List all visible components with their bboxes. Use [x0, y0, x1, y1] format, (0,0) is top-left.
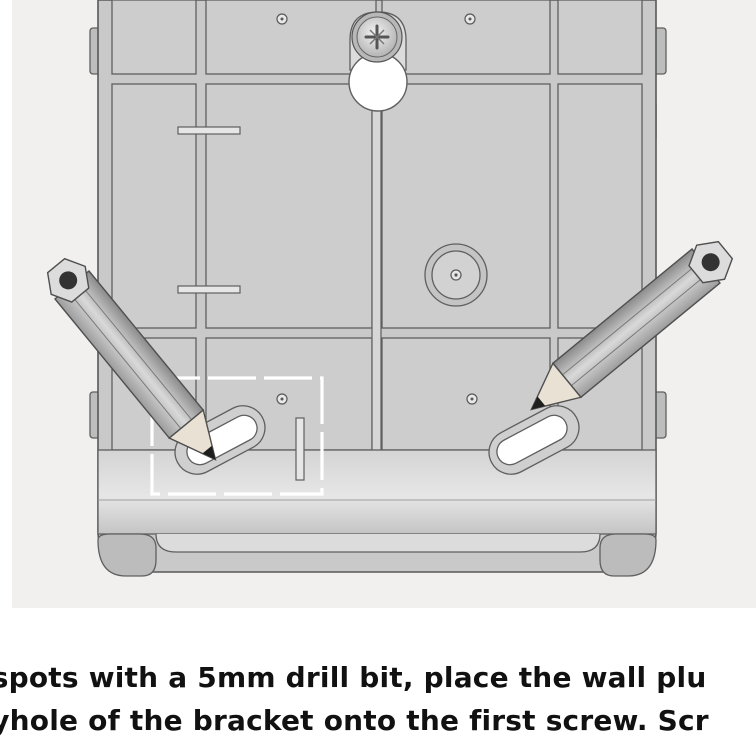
installation-illustration	[12, 0, 756, 608]
caption-line-1: l spots with a 5mm drill bit, place the …	[0, 661, 707, 694]
mounting-slot-right	[488, 405, 580, 475]
feet	[97, 533, 657, 577]
screw-icon	[351, 11, 403, 63]
caption-line-2: eyhole of the bracket onto the first scr…	[0, 704, 709, 737]
instruction-caption: l spots with a 5mm drill bit, place the …	[0, 656, 709, 738]
center-boss	[424, 243, 488, 307]
bracket-drawing	[46, 0, 734, 577]
pencil-icon	[530, 240, 734, 411]
center-rib	[371, 101, 382, 488]
panel-grid	[111, 0, 643, 451]
slot-marks	[177, 126, 305, 481]
placement-outline	[150, 376, 324, 496]
pencil-icon	[46, 257, 217, 461]
